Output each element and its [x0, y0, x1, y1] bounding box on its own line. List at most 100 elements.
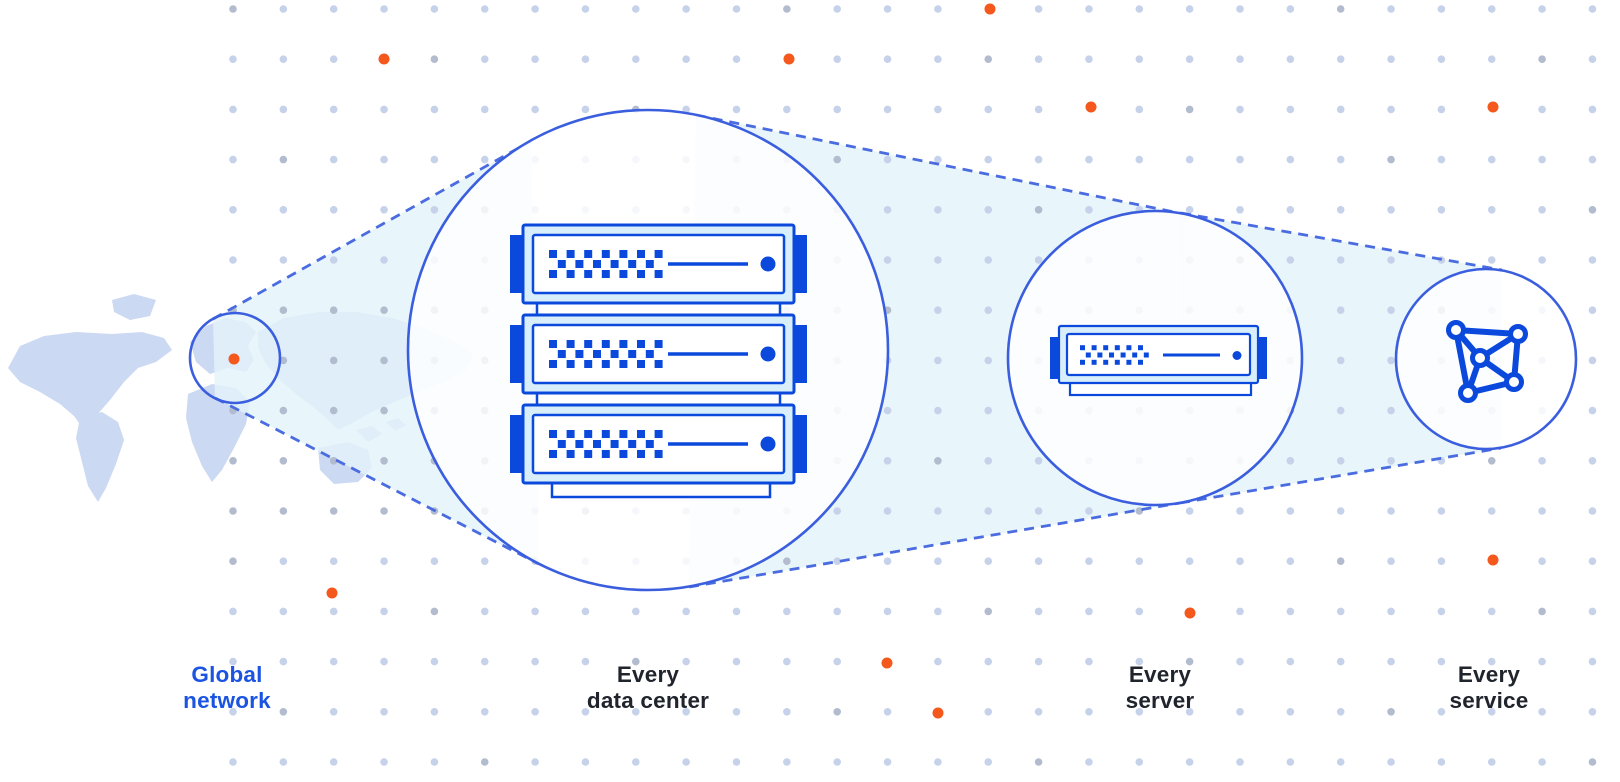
grid-dot [632, 607, 640, 616]
grid-dot [329, 256, 338, 264]
grid-dot [682, 607, 690, 616]
vent-square [1132, 352, 1138, 358]
grid-dot [1588, 457, 1597, 465]
grid-dot [380, 206, 388, 214]
mesh-node [1458, 383, 1478, 403]
grid-dot [430, 55, 439, 63]
vent-square [566, 340, 575, 348]
grid-dot [833, 657, 841, 666]
vent-square [1126, 345, 1132, 351]
grid-dot [883, 406, 892, 415]
continent-greenland [112, 294, 156, 320]
grid-dot [1336, 507, 1345, 515]
grid-dot [430, 155, 439, 164]
grid-dot [1085, 155, 1093, 164]
grid-dot [1185, 105, 1194, 114]
grid-dot [380, 5, 388, 13]
grid-dot [1487, 155, 1496, 164]
grid-dot [531, 55, 539, 63]
grid-dot [1236, 758, 1244, 766]
grid-dot [329, 105, 338, 114]
vent-square [601, 430, 610, 438]
grid-dot [1185, 657, 1194, 666]
grid-dot [1487, 457, 1496, 465]
grid-dot [1085, 5, 1093, 13]
grid-dot [581, 708, 590, 716]
grid-dot [229, 55, 237, 63]
grid-dot [883, 457, 892, 465]
grid-dot [984, 758, 993, 766]
grid-dot [1437, 105, 1446, 114]
grid-dot [732, 55, 741, 63]
grid-dot [279, 406, 288, 415]
grid-dot [984, 306, 993, 315]
grid-dot [1185, 557, 1194, 565]
grid-dot [883, 206, 892, 214]
grid-dot-orange [984, 3, 996, 15]
grid-dot [1538, 55, 1546, 63]
grid-dot [1286, 105, 1295, 114]
grid-dot [1034, 507, 1043, 515]
vent-square [593, 260, 601, 268]
grid-dot [380, 105, 388, 114]
grid-dot [1387, 708, 1395, 716]
rack-ear [793, 235, 807, 293]
rack-ear [510, 415, 524, 473]
grid-dot [380, 356, 388, 365]
vent-square [610, 440, 619, 448]
grid-dot [1588, 607, 1597, 616]
grid-dot [430, 657, 439, 666]
vent-square [1091, 345, 1097, 351]
grid-dot [934, 356, 942, 365]
grid-dot [380, 557, 388, 565]
grid-dot [279, 5, 288, 13]
grid-dot [1286, 55, 1295, 63]
vent-square [645, 440, 654, 448]
stage-label-global-network: Global network [183, 662, 271, 713]
grid-dot [1236, 206, 1244, 214]
grid-dot [1588, 155, 1597, 164]
grid-dot [329, 55, 338, 63]
grid-dot [682, 5, 690, 13]
vent-square [619, 250, 628, 258]
grid-dot [883, 557, 892, 565]
grid-dot [1286, 657, 1295, 666]
grid-dot [1538, 657, 1546, 666]
grid-dot [1437, 155, 1446, 164]
vent-square [601, 450, 610, 458]
server-led [760, 346, 776, 362]
grid-dot [833, 105, 841, 114]
grid-dot [229, 708, 237, 716]
grid-dot [279, 607, 288, 616]
grid-dot [380, 406, 388, 415]
grid-dot [329, 557, 338, 565]
grid-dot [1538, 758, 1546, 766]
vent-square [584, 340, 593, 348]
grid-dot [1286, 256, 1295, 264]
grid-dot [1336, 55, 1345, 63]
grid-dot [1135, 507, 1144, 515]
rack-ear [510, 325, 524, 383]
vent-square [593, 440, 601, 448]
grid-dot [1085, 708, 1093, 716]
stage-label-every-service: Every service [1449, 662, 1529, 713]
grid-dot [934, 55, 942, 63]
grid-dot [1135, 105, 1144, 114]
grid-dot [279, 657, 288, 666]
grid-dot [732, 657, 741, 666]
grid-dot [430, 206, 439, 214]
grid-dot [1336, 356, 1345, 365]
grid-dot [783, 708, 791, 716]
grid-dot [984, 406, 993, 415]
grid-dot [1437, 206, 1446, 214]
grid-dot [531, 105, 539, 114]
grid-dot [1487, 206, 1496, 214]
dot-grid-pattern [229, 3, 1597, 766]
grid-dot [783, 5, 791, 13]
grid-dot [279, 256, 288, 264]
grid-dot [1085, 507, 1093, 515]
server-led [760, 256, 776, 272]
rack-ear [793, 325, 807, 383]
server-stack-icon [510, 223, 807, 499]
